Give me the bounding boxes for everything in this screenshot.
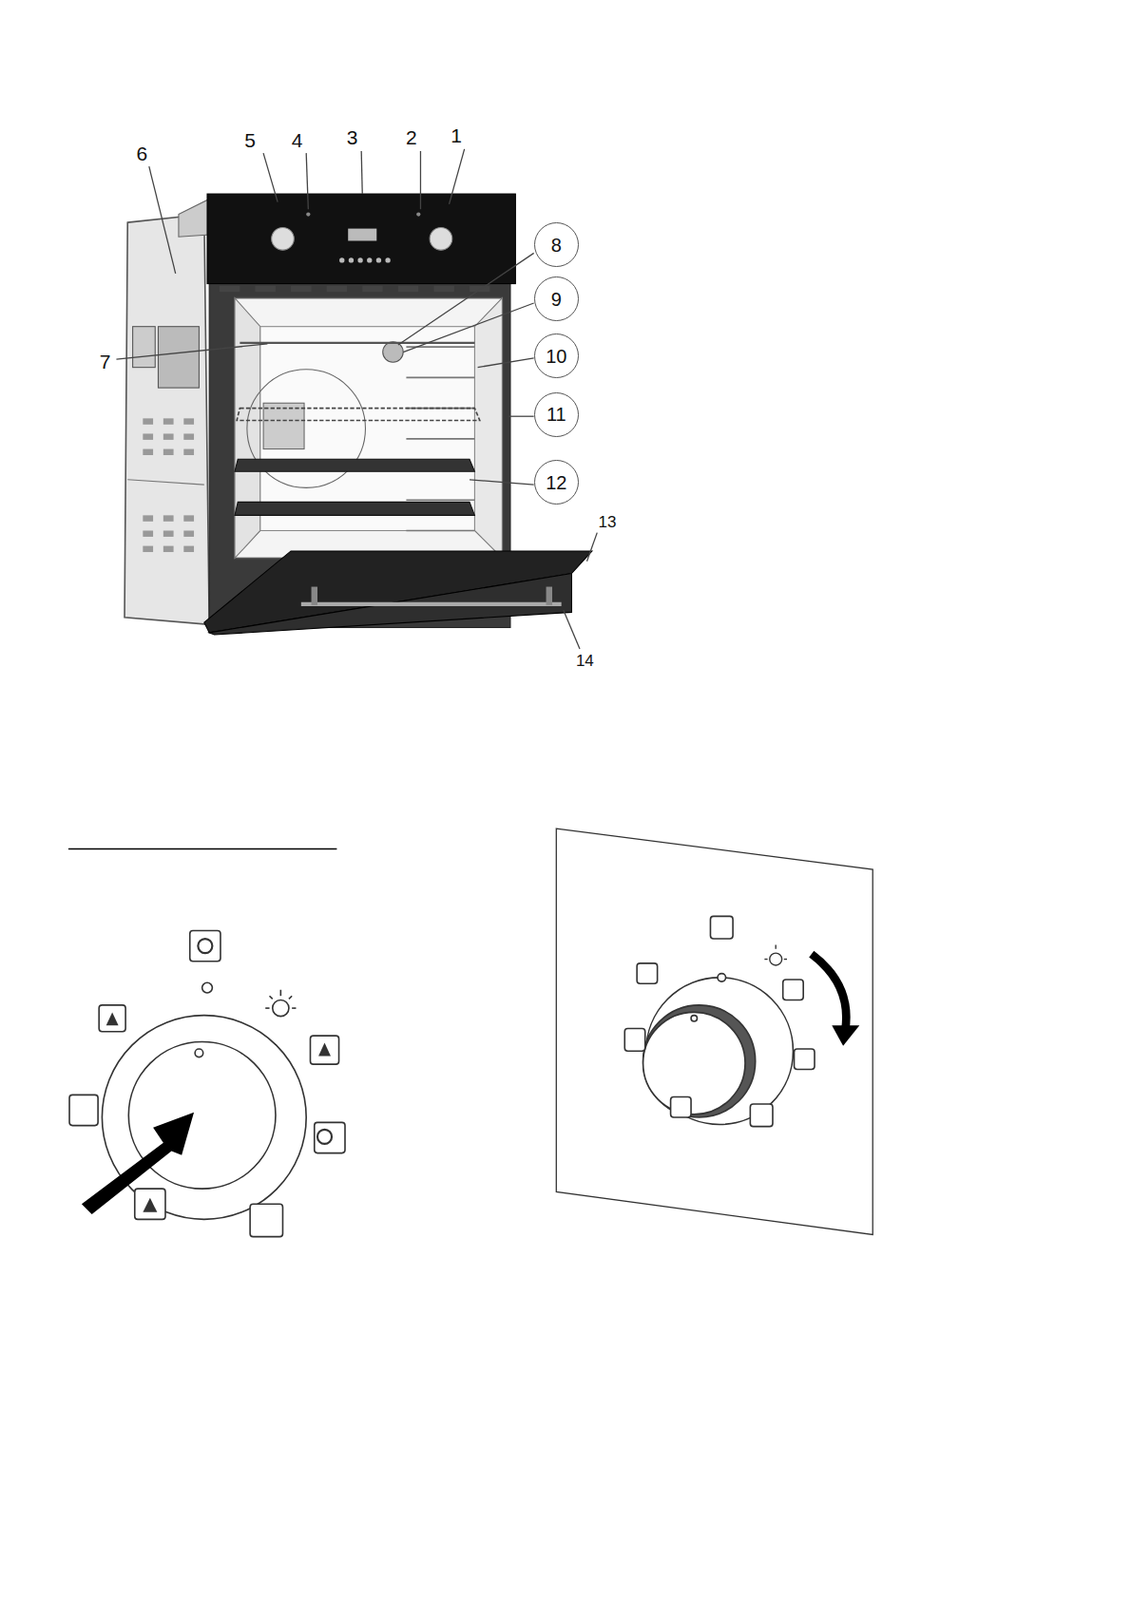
callout-number: 2 — [403, 126, 420, 149]
callout-number: 11 — [546, 404, 567, 424]
callout-number: 1 — [448, 124, 464, 147]
callout-circle: 9 — [534, 276, 579, 322]
callout-number: 12 — [545, 473, 567, 493]
callout-number: 8 — [551, 235, 562, 255]
callout-number: 9 — [551, 289, 562, 309]
callout-number: 4 — [289, 129, 306, 152]
callout-circle: 11 — [534, 392, 579, 438]
callout-number: 3 — [345, 126, 361, 149]
callout-circle: 10 — [534, 333, 579, 379]
callout-number: 5 — [242, 129, 258, 152]
callout-number: 14 — [574, 652, 596, 671]
callout-number: 13 — [596, 513, 619, 532]
callout-circle: 12 — [534, 460, 579, 505]
callout-number: 6 — [134, 142, 150, 165]
callout-number: 10 — [545, 346, 567, 366]
callout-circle: 8 — [534, 222, 579, 268]
callout-number: 7 — [97, 350, 114, 373]
